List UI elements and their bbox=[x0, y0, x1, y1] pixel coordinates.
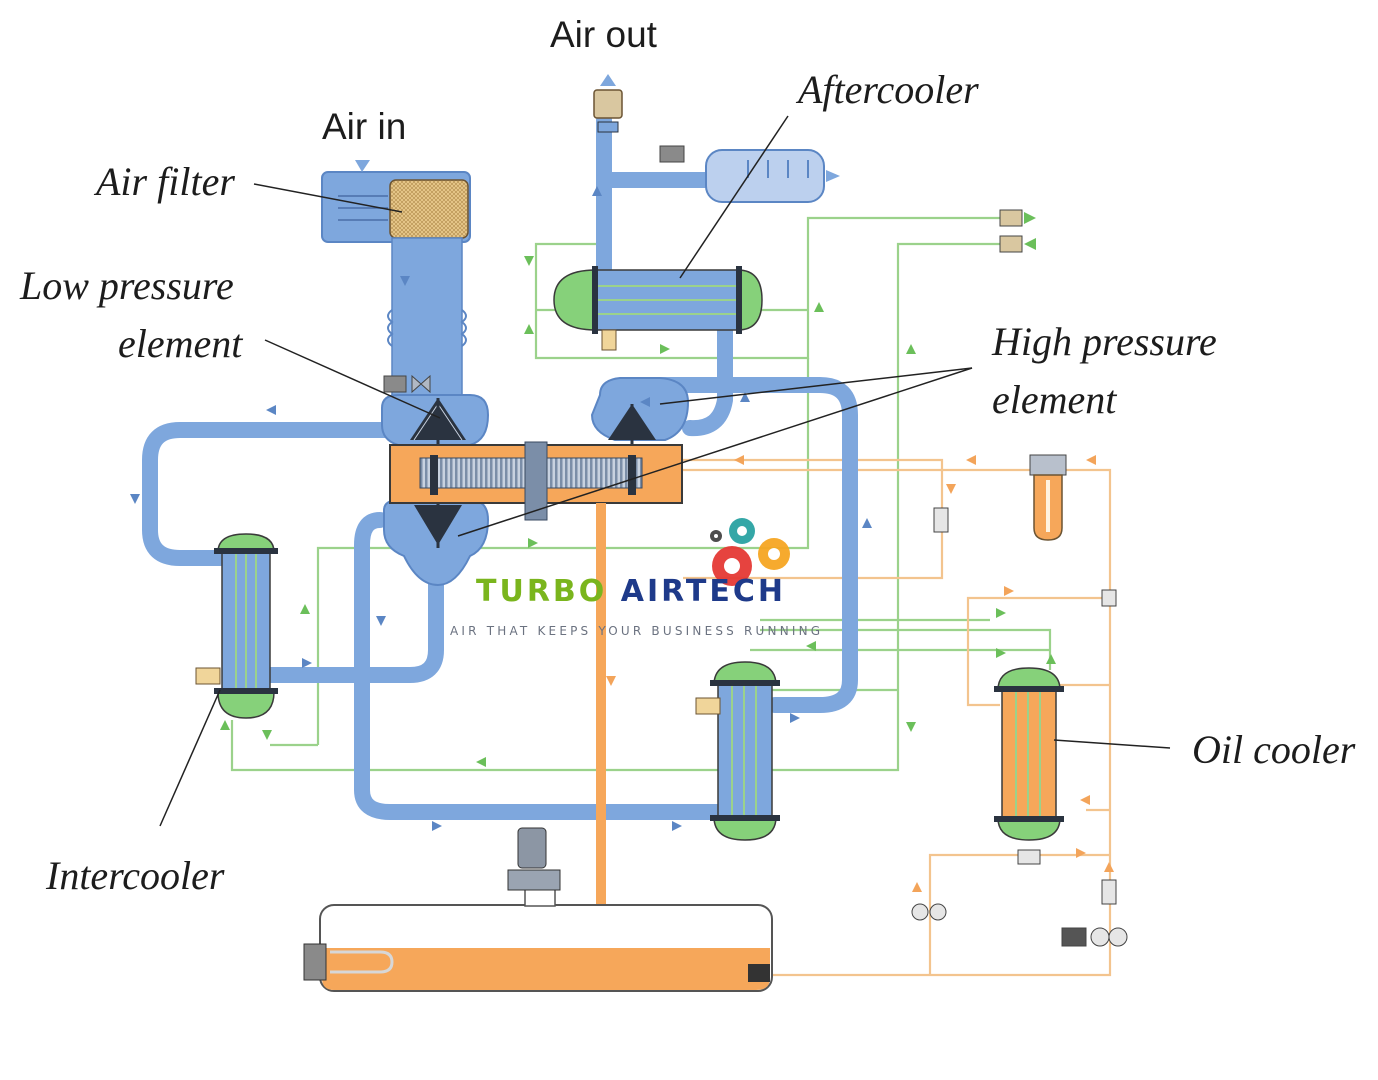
cooling-water-lines bbox=[230, 216, 1052, 772]
air-in-label: Air in bbox=[322, 106, 407, 147]
oil-filter bbox=[1029, 454, 1067, 541]
watermark-brand-word1: TURBO bbox=[476, 574, 608, 609]
inter-stage-cooler bbox=[695, 661, 780, 841]
air-filter bbox=[321, 160, 471, 243]
lower-compression-element bbox=[383, 499, 490, 587]
air-filter-label: Air filter bbox=[96, 159, 235, 204]
air-out-label: Air out bbox=[550, 14, 657, 55]
oil-cooler-exchanger bbox=[994, 667, 1064, 841]
water-connections bbox=[999, 209, 1036, 253]
low-pressure-label-line2: element bbox=[118, 321, 243, 366]
watermark-brand: TURBO AIRTECH bbox=[476, 574, 786, 609]
intercooler-exchanger bbox=[195, 533, 278, 719]
intercooler-label: Intercooler bbox=[46, 853, 225, 898]
low-pressure-element bbox=[381, 394, 490, 446]
watermark-tagline: AIR THAT KEEPS YOUR BUSINESS RUNNING bbox=[450, 624, 824, 638]
air-out-assembly bbox=[593, 74, 840, 203]
high-pressure-element bbox=[590, 377, 690, 445]
oil-valves bbox=[911, 507, 1128, 947]
low-pressure-label-line1: Low pressure bbox=[20, 263, 234, 308]
oil-tank bbox=[303, 827, 773, 992]
aftercooler-label: Aftercooler bbox=[798, 67, 979, 112]
flow-arrows bbox=[130, 186, 1114, 892]
high-pressure-label-line1: High pressure bbox=[992, 319, 1217, 364]
oil-cooler-label: Oil cooler bbox=[1192, 727, 1356, 772]
gearbox bbox=[389, 441, 683, 923]
watermark-gears-icon bbox=[710, 518, 790, 586]
high-pressure-label-line2: element bbox=[992, 377, 1117, 422]
inlet-duct bbox=[383, 237, 467, 399]
watermark-brand-word2: AIRTECH bbox=[620, 574, 786, 609]
air-pipes bbox=[142, 112, 858, 820]
leader-lines bbox=[159, 115, 1171, 827]
aftercooler-exchanger bbox=[553, 266, 763, 351]
